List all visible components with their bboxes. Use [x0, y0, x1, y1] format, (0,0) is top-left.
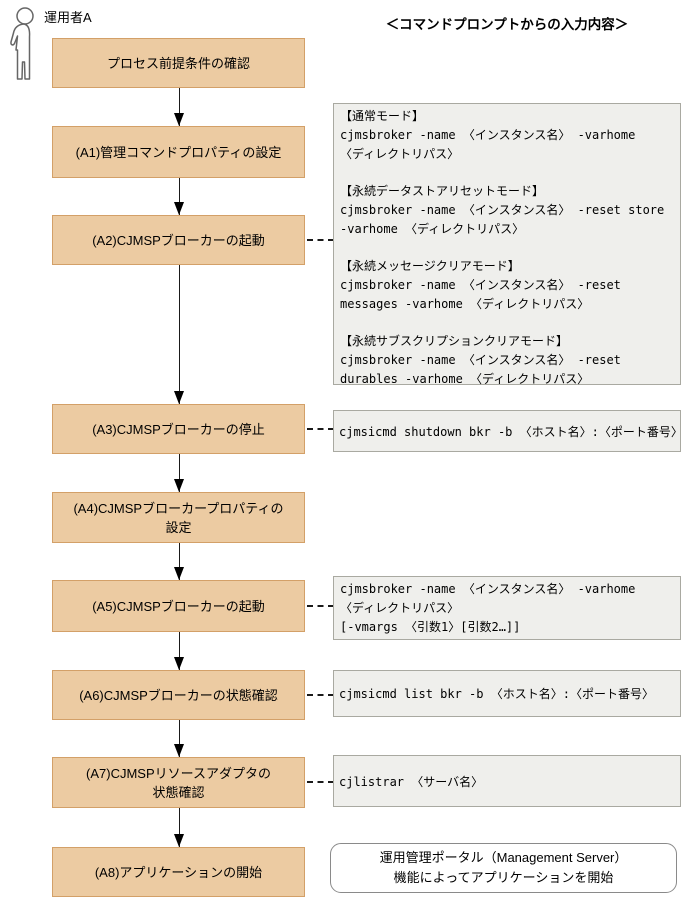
right-column-title: ＜コマンドプロンプトからの入力内容＞ [385, 17, 629, 32]
flow-arrow-7 [174, 720, 184, 757]
flow-arrow-1 [174, 88, 184, 126]
operator-person-icon [10, 7, 34, 80]
dashed-connector-a5 [307, 605, 334, 607]
flow-step-a8: (A8)アプリケーションの開始 [52, 847, 305, 897]
dashed-connector-a2 [307, 239, 334, 241]
flow-arrow-6 [174, 632, 184, 670]
dashed-connector-a7 [307, 781, 334, 783]
dashed-connector-a6 [307, 694, 334, 696]
command-box-a3: cjmsicmd shutdown bkr -b 〈ホスト名〉:〈ポート番号〉 [333, 410, 683, 452]
flow-step-a7: (A7)CJMSPリソースアダプタの 状態確認 [52, 757, 305, 808]
note-box-a8: 運用管理ポータル（Management Server） 機能によってアプリケーシ… [330, 843, 677, 893]
flow-step-a1: (A1)管理コマンドプロパティの設定 [52, 126, 305, 178]
flow-step-a4: (A4)CJMSPブローカープロパティの 設定 [52, 492, 305, 543]
flow-arrow-5 [174, 543, 184, 580]
flow-arrow-8 [174, 808, 184, 847]
flow-step-start: プロセス前提条件の確認 [52, 38, 305, 88]
command-box-a5: cjmsbroker -name 〈インスタンス名〉 -varhome 〈ディレ… [333, 576, 681, 640]
flow-step-a6: (A6)CJMSPブローカーの状態確認 [52, 670, 305, 720]
flow-arrow-4 [174, 454, 184, 492]
flow-step-a5: (A5)CJMSPブローカーの起動 [52, 580, 305, 632]
actor-label: 運用者A [44, 10, 92, 25]
flow-arrow-3 [174, 265, 184, 404]
dashed-connector-a3 [307, 428, 334, 430]
command-box-a2: 【通常モード】 cjmsbroker -name 〈インスタンス名〉 -varh… [333, 103, 681, 386]
flow-step-a3: (A3)CJMSPブローカーの停止 [52, 404, 305, 454]
flow-arrow-2 [174, 178, 184, 215]
flow-step-a2: (A2)CJMSPブローカーの起動 [52, 215, 305, 265]
command-box-a6: cjmsicmd list bkr -b 〈ホスト名〉:〈ポート番号〉 [333, 670, 681, 717]
command-box-a7: cjlistrar 〈サーバ名〉 [333, 755, 681, 807]
